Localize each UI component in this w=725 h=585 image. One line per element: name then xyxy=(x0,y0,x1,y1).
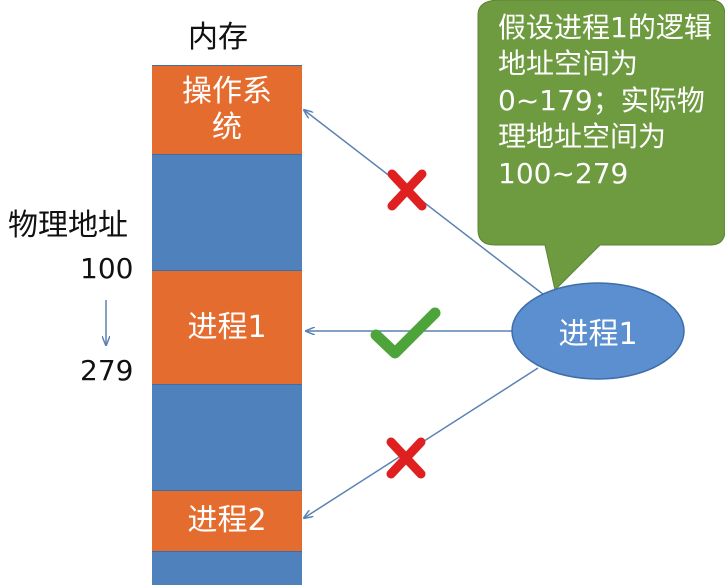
memory-title: 内存 xyxy=(188,20,248,55)
memory-segment-os: 操作系统 xyxy=(152,65,302,155)
memory-segment-free-2 xyxy=(152,385,302,490)
check-icon xyxy=(370,307,441,359)
physical-address-label: 物理地址 xyxy=(8,208,128,243)
physical-address-end: 279 xyxy=(80,354,134,387)
process-ellipse xyxy=(511,282,685,380)
memory-segment-free-1 xyxy=(152,155,302,270)
memory-segment-process2: 进程2 xyxy=(152,490,302,552)
memory-segment-process2-label: 进程2 xyxy=(187,503,267,538)
memory-segment-process1-label: 进程1 xyxy=(187,309,267,345)
callout-text: 假设进程1的逻辑地址空间为 0~179；实际物理地址空间为 100~279 xyxy=(498,11,712,190)
memory-column: 操作系统 进程1 进程2 xyxy=(152,65,302,585)
callout-bubble xyxy=(477,0,725,291)
cross-icon xyxy=(386,437,426,479)
memory-segment-process1: 进程1 xyxy=(152,270,302,385)
memory-segment-free-3 xyxy=(152,552,302,585)
process-label: 进程1 xyxy=(558,317,638,352)
physical-address-start: 100 xyxy=(80,252,134,285)
cross-icon xyxy=(387,169,427,211)
memory-segment-os-label: 操作系统 xyxy=(182,74,272,145)
